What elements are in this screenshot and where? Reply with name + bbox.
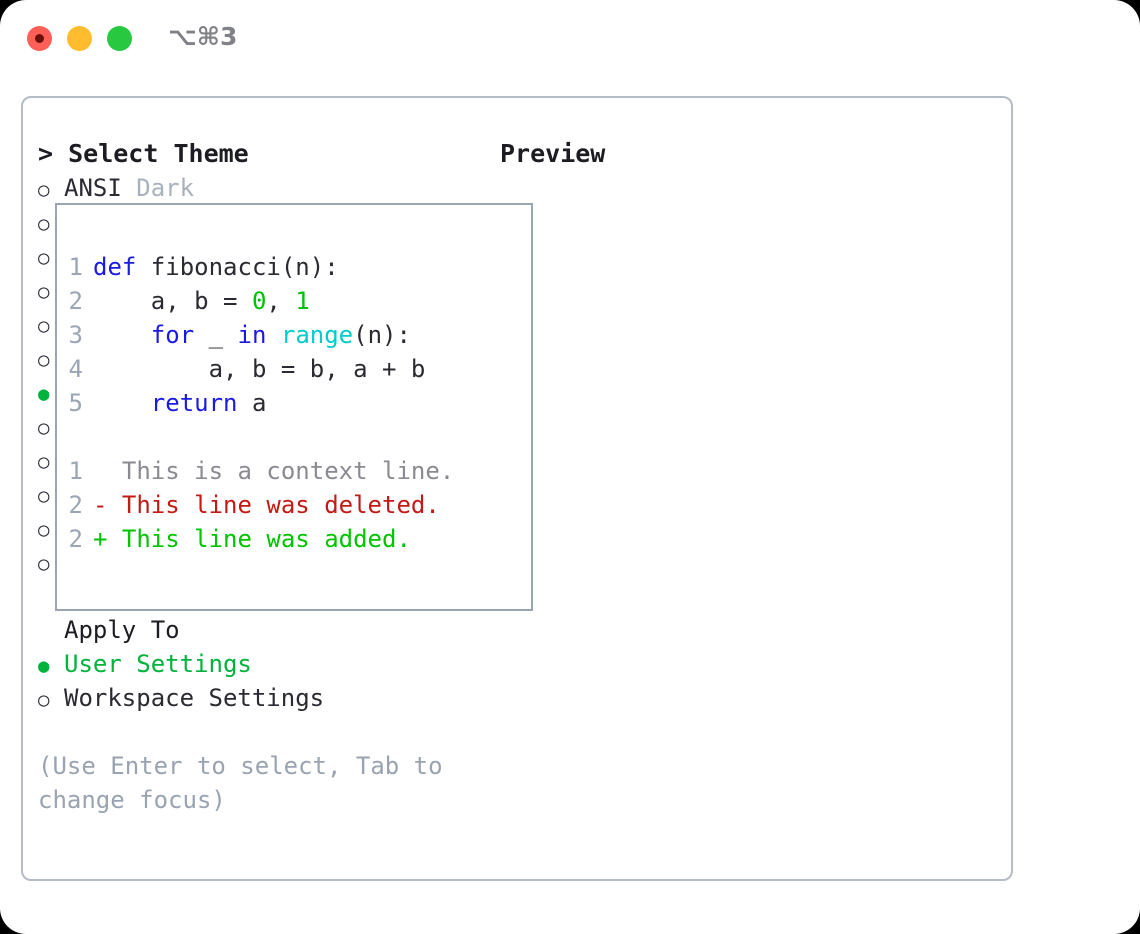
line-number: 1 <box>68 253 83 281</box>
apply-to-label: Workspace Settings <box>64 684 325 712</box>
title-bar: ⌥⌘3 <box>0 0 1140 78</box>
code-token-txt: , <box>266 287 296 315</box>
code-token-num: 1 <box>295 287 310 315</box>
line-number: 2 <box>68 491 83 519</box>
code-token-txt: fibonacci(n): <box>136 253 339 281</box>
code-token-txt: _ <box>194 321 238 349</box>
line-number: 3 <box>68 321 83 349</box>
close-button[interactable] <box>27 26 52 51</box>
diff-line-content: This is a context line. <box>93 454 533 488</box>
code-token-kw: in <box>237 321 267 349</box>
radio-unselected-icon[interactable]: ○ <box>38 553 50 575</box>
code-token-txt <box>266 321 280 349</box>
radio-unselected-icon[interactable]: ○ <box>38 689 50 711</box>
theme-list-item[interactable]: ○ ANSI Dark <box>38 171 478 205</box>
code-line: 2 a, b = 0, 1 <box>63 284 533 318</box>
code-line-content: def fibonacci(n): <box>93 250 533 284</box>
select-theme-heading: > Select Theme <box>38 139 249 168</box>
code-token-txt <box>93 321 151 349</box>
code-token-txt: a <box>237 389 267 417</box>
keyboard-shortcut-label: ⌥⌘3 <box>168 22 238 51</box>
code-line-content: a, b = 0, 1 <box>93 284 533 318</box>
code-line-content: for _ in range(n): <box>93 318 533 352</box>
code-token-kw: for <box>150 321 195 349</box>
radio-unselected-icon[interactable]: ○ <box>38 247 50 269</box>
apply-to-list: ● User Settings ○ Workspace Settings <box>38 647 478 715</box>
theme-gap <box>122 171 136 205</box>
preview-heading: Preview <box>500 139 606 168</box>
radio-unselected-icon[interactable]: ○ <box>38 451 50 473</box>
theme-picker-panel: > Select Theme ○ANSI Dark○Atom One Dark○… <box>21 96 1013 881</box>
code-token-txt: a, b = b, a + b <box>93 355 426 383</box>
apply-to-item[interactable]: ○ Workspace Settings <box>38 681 478 715</box>
radio-unselected-icon[interactable]: ○ <box>38 519 50 541</box>
code-line: 4 a, b = b, a + b <box>63 352 533 386</box>
radio-unselected-icon[interactable]: ○ <box>38 315 50 337</box>
diff-marker <box>93 457 122 485</box>
diff-marker: - <box>93 491 122 519</box>
code-token-num: 0 <box>251 287 267 315</box>
code-line: 5 return a <box>63 386 533 420</box>
apply-to-heading: Apply To <box>64 616 180 644</box>
diff-text: This is a context line. <box>121 457 455 485</box>
radio-selected-icon[interactable]: ● <box>38 655 50 677</box>
keyboard-hint-text: (Use Enter to select, Tab to change focu… <box>38 752 458 814</box>
diff-text: This line was added. <box>121 525 411 553</box>
code-diff-separator <box>63 420 533 454</box>
radio-unselected-icon[interactable]: ○ <box>38 213 50 235</box>
apply-to-label: User Settings <box>64 650 252 678</box>
theme-name: ANSI <box>64 174 122 202</box>
code-token-kw: return <box>150 389 238 417</box>
code-token-txt <box>93 389 151 417</box>
radio-selected-icon[interactable]: ● <box>38 383 50 405</box>
code-line: 3 for _ in range(n): <box>63 318 533 352</box>
minimize-button[interactable] <box>67 26 92 51</box>
line-number: 2 <box>68 287 83 315</box>
code-line-content: return a <box>93 386 533 420</box>
diff-line-content: + This line was added. <box>93 522 533 556</box>
diff-text: This line was deleted. <box>121 491 440 519</box>
code-token-txt: (n): <box>353 321 411 349</box>
code-token-kw: def <box>93 253 137 281</box>
line-number: 4 <box>68 355 83 383</box>
diff-line: 2- This line was deleted. <box>63 488 533 522</box>
code-line: 1 def fibonacci(n): <box>63 250 533 284</box>
radio-unselected-icon[interactable]: ○ <box>38 179 50 201</box>
theme-mode-badge: Dark <box>136 174 195 202</box>
line-number: 2 <box>68 525 83 553</box>
apply-to-item[interactable]: ● User Settings <box>38 647 478 681</box>
code-token-txt: a, b = <box>93 287 252 315</box>
diff-line: 1 This is a context line. <box>63 454 533 488</box>
diff-line-content: - This line was deleted. <box>93 488 533 522</box>
radio-unselected-icon[interactable]: ○ <box>38 281 50 303</box>
line-number: 1 <box>68 457 83 485</box>
line-number: 5 <box>68 389 83 417</box>
radio-unselected-icon[interactable]: ○ <box>38 349 50 371</box>
diff-marker: + <box>93 525 122 553</box>
preview-column: Preview <box>500 137 1000 171</box>
diff-line: 2 + This line was added. <box>63 522 533 556</box>
maximize-button[interactable] <box>107 26 132 51</box>
code-token-fn: range <box>280 321 354 349</box>
radio-unselected-icon[interactable]: ○ <box>38 417 50 439</box>
code-line-content: a, b = b, a + b <box>93 352 533 386</box>
radio-unselected-icon[interactable]: ○ <box>38 485 50 507</box>
